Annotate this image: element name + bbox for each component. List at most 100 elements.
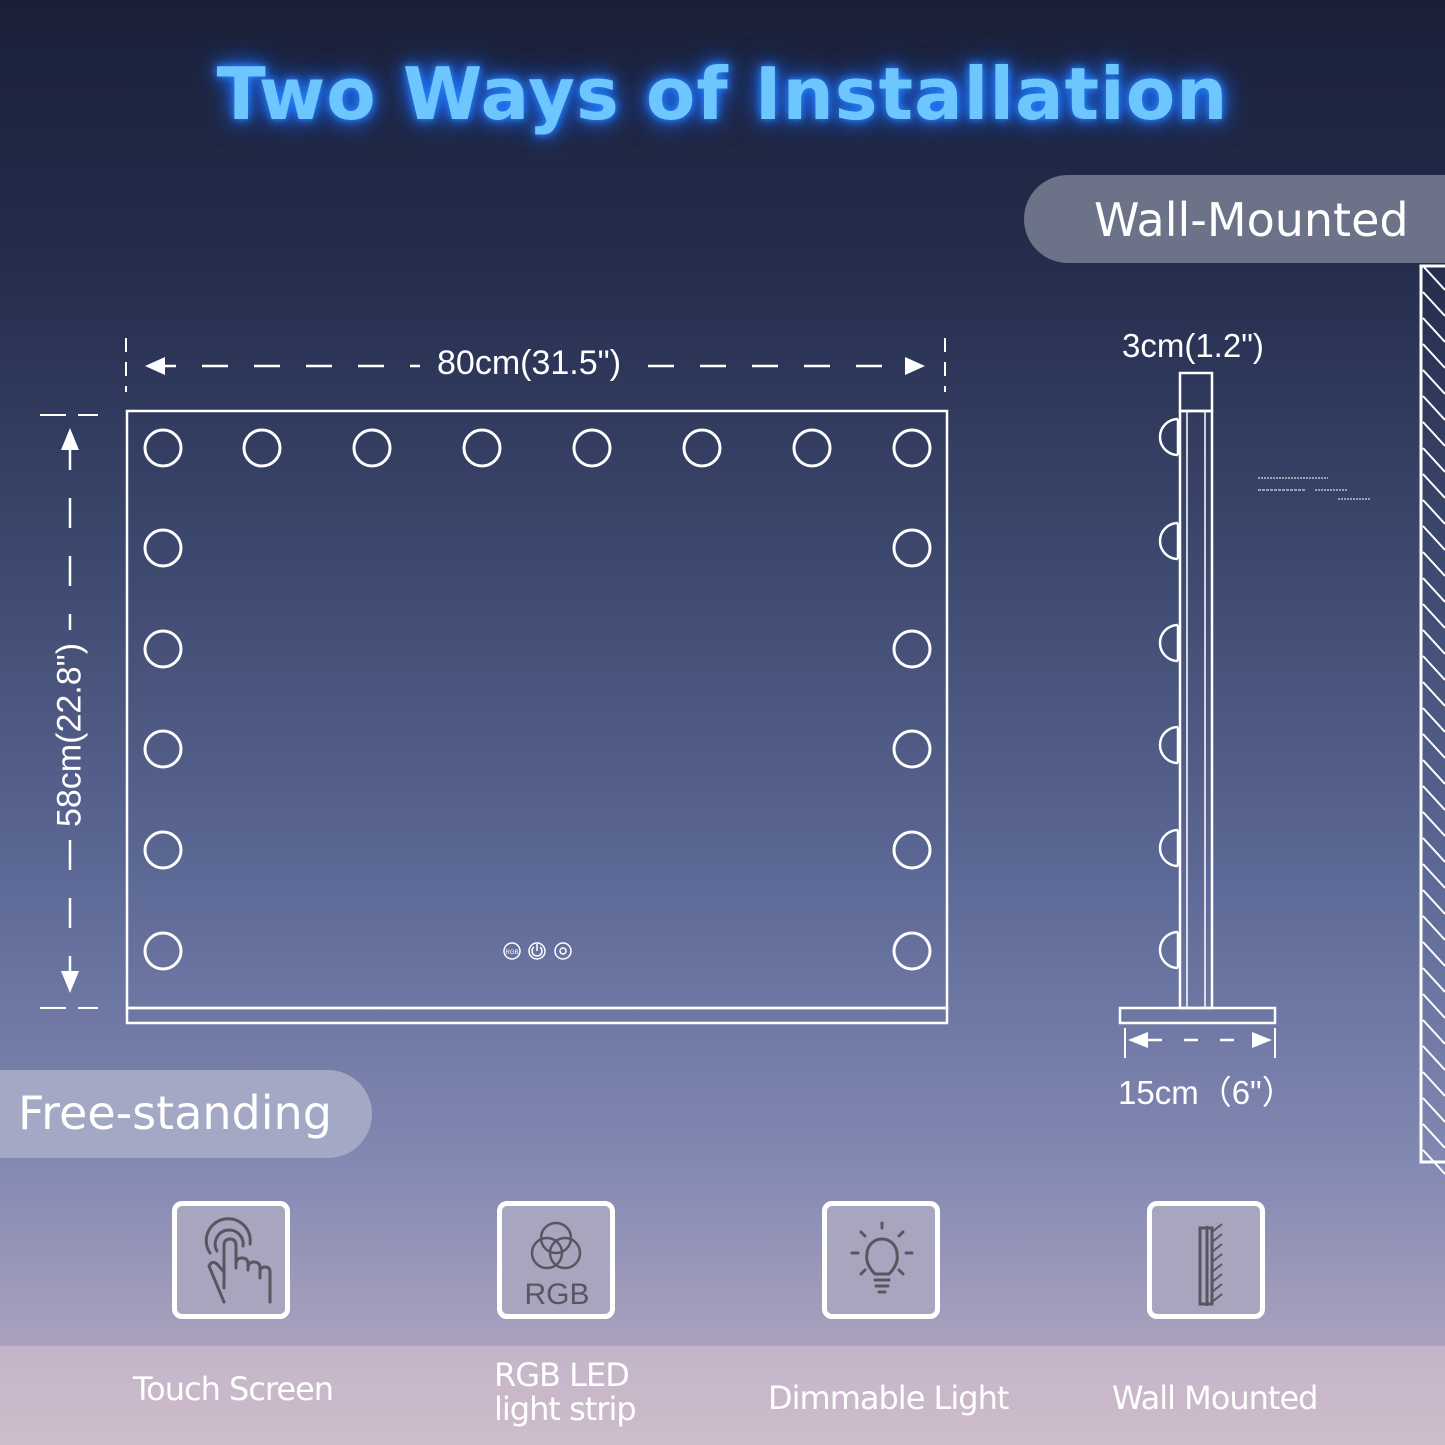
rgb-icon-label: RGB	[524, 1278, 589, 1311]
base-dimension-label: 15cm（6"）	[1118, 1074, 1295, 1111]
depth-marker	[1178, 371, 1214, 413]
dimmable-feature-icon-box	[822, 1201, 940, 1319]
hatch-line	[1422, 1071, 1445, 1097]
base-arrow-left	[1128, 1032, 1148, 1048]
hatch-line	[1422, 1045, 1445, 1071]
width-arrow-right	[905, 357, 925, 375]
hatch-line	[1422, 993, 1445, 1019]
rgb-label-line2: light strip	[494, 1390, 637, 1428]
bulb	[792, 428, 832, 468]
width-dimension-label: 80cm(31.5")	[437, 344, 622, 382]
hatch-line	[1422, 369, 1445, 395]
rgb-icon-text: RGB	[505, 950, 518, 956]
hatch-line	[1422, 655, 1445, 681]
height-arrow-down	[61, 971, 79, 993]
wall-mounted-feature-icon-box	[1147, 1201, 1265, 1319]
bulb	[892, 629, 932, 669]
bulb	[462, 428, 502, 468]
page-title: Two Ways of Installation	[216, 52, 1229, 136]
lightbulb-icon	[850, 1221, 914, 1294]
mount-screws	[1258, 477, 1370, 500]
hatch-line	[1422, 473, 1445, 499]
bulb	[892, 428, 932, 468]
hatch-line	[1422, 1097, 1445, 1123]
bulb	[143, 629, 183, 669]
hatch-line	[1422, 1019, 1445, 1045]
bulb-group	[143, 428, 932, 971]
touch-hand-icon	[204, 1217, 272, 1304]
rgb-feature-icon-box: RGB	[497, 1201, 615, 1319]
side-base	[1118, 1006, 1277, 1025]
hatch-line	[1422, 1123, 1445, 1149]
hatch-line	[1422, 889, 1445, 915]
rgb-circles-icon: RGB	[524, 1221, 590, 1311]
free-standing-tag: Free-standing	[0, 1070, 372, 1158]
side-bulb-group	[1158, 417, 1180, 970]
wall	[1419, 264, 1445, 1164]
bulb	[892, 830, 932, 870]
hatch-line	[1422, 343, 1445, 369]
hatch-line	[1422, 291, 1445, 317]
hatch-line	[1422, 603, 1445, 629]
hatch-line	[1422, 395, 1445, 421]
hatch-line	[1422, 915, 1445, 941]
hatch-line	[1422, 265, 1445, 291]
hatch-line	[1422, 447, 1445, 473]
hatch-line	[1422, 525, 1445, 551]
base-arrow-right	[1252, 1032, 1272, 1048]
bulb	[143, 428, 183, 468]
side-bulb	[1158, 930, 1179, 970]
depth-dimension-label: 3cm(1.2")	[1122, 327, 1264, 364]
hatch-line	[1422, 733, 1445, 759]
hatch-line	[1422, 759, 1445, 785]
side-bulb	[1158, 725, 1179, 765]
hatch-line	[1422, 421, 1445, 447]
bulb	[892, 931, 932, 971]
bulb	[143, 528, 183, 568]
bulb	[572, 428, 612, 468]
side-bulb	[1158, 828, 1179, 868]
height-arrow-up	[61, 428, 79, 450]
bulb	[892, 528, 932, 568]
dimmable-light-label: Dimmable Light	[768, 1379, 1009, 1417]
width-arrow-left	[145, 357, 165, 375]
hatch-line	[1422, 551, 1445, 577]
hatch-line	[1422, 967, 1445, 993]
touch-screen-label: Touch Screen	[133, 1370, 334, 1408]
bulb	[143, 830, 183, 870]
bulb	[143, 729, 183, 769]
wall-mounted-label: Wall Mounted	[1112, 1379, 1318, 1417]
bulb	[143, 931, 183, 971]
feature-band	[0, 1346, 1445, 1445]
hatch-line	[1422, 863, 1445, 889]
hatch-line	[1422, 577, 1445, 603]
bulb	[352, 428, 392, 468]
hatch-line	[1422, 811, 1445, 837]
bulb	[892, 729, 932, 769]
mirror-base-strip	[125, 1006, 949, 1025]
wall-mounted-tag: Wall-Mounted	[1024, 175, 1445, 263]
power-icon	[528, 942, 546, 960]
side-panel	[1178, 409, 1214, 1010]
hatch-line	[1422, 707, 1445, 733]
hatch-line	[1422, 941, 1445, 967]
hatch-line	[1422, 499, 1445, 525]
wall-hatching	[1422, 265, 1445, 1175]
hatch-line	[1422, 317, 1445, 343]
wall-mounted-label: Wall-Mounted	[1094, 193, 1409, 247]
bulb	[682, 428, 722, 468]
hatch-line	[1422, 837, 1445, 863]
rgb-icon	[503, 942, 521, 960]
hatch-line	[1422, 1149, 1445, 1175]
rgb-label-line1: RGB LED	[494, 1356, 630, 1394]
hatch-line	[1422, 629, 1445, 655]
hatch-line	[1422, 681, 1445, 707]
side-bulb	[1158, 417, 1179, 457]
free-standing-label: Free-standing	[18, 1086, 332, 1140]
brightness-icon	[554, 942, 572, 960]
wall-mount-icon	[1198, 1223, 1223, 1306]
touch-screen-feature-icon-box	[172, 1201, 290, 1319]
side-bulb	[1158, 623, 1179, 663]
